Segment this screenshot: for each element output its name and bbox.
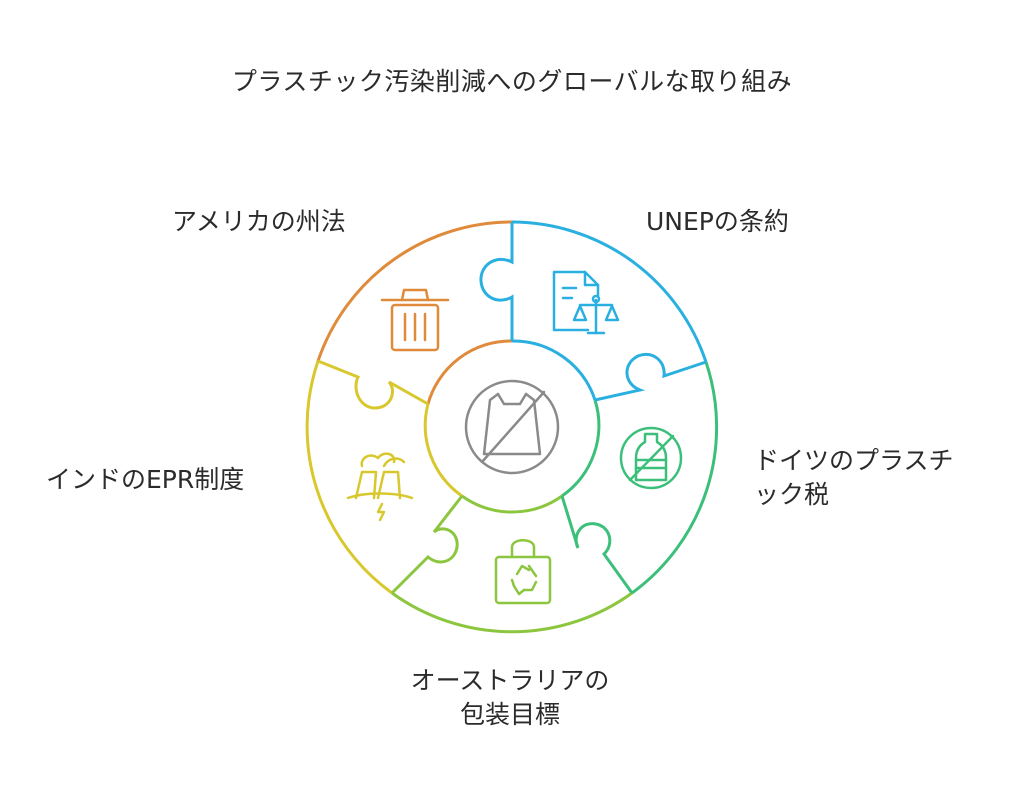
ring-arc-india xyxy=(305,360,393,595)
label-us-state-laws: アメリカの州法 xyxy=(172,207,346,236)
no-plastic-bag-icon xyxy=(464,379,560,475)
divider-lower-right xyxy=(560,495,634,594)
divider-lower-left xyxy=(390,495,464,595)
divider-top xyxy=(479,222,514,341)
ring-arc-us xyxy=(316,220,513,362)
divider-upper-left xyxy=(317,359,429,410)
label-germany-line2: ック税 xyxy=(754,480,830,509)
no-plastic-bottle-icon xyxy=(619,426,683,490)
diagram-title: プラスチック汚染削減へのグローバルな取り組み xyxy=(231,67,793,96)
label-unep-treaty: UNEPの条約 xyxy=(646,207,789,236)
label-india-epr: インドのEPR制度 xyxy=(46,465,245,494)
inner-arc-australia xyxy=(461,494,563,514)
trash-can-icon xyxy=(380,288,450,352)
factory-power-icon xyxy=(346,452,414,522)
inner-arc-germany xyxy=(561,399,601,498)
ring-arc-australia xyxy=(391,591,633,634)
label-australia-packaging: オーストラリアの 包装目標 xyxy=(360,664,660,732)
label-germany-plastic-tax: ドイツのプラスチ ック税 xyxy=(754,444,954,512)
ring-arc-unep xyxy=(511,220,708,363)
divider-right xyxy=(594,352,707,402)
label-australia-line1: オーストラリアの xyxy=(410,666,610,695)
label-germany-line1: ドイツのプラスチ xyxy=(754,446,954,475)
recycle-bag-icon xyxy=(494,539,552,605)
inner-arc-unep xyxy=(511,339,597,401)
inner-arc-india xyxy=(423,403,463,498)
ring-arc-germany xyxy=(631,361,719,595)
legal-document-scales-icon xyxy=(552,270,620,335)
inner-arc-us xyxy=(426,339,513,405)
label-australia-line2: 包装目標 xyxy=(459,700,560,729)
